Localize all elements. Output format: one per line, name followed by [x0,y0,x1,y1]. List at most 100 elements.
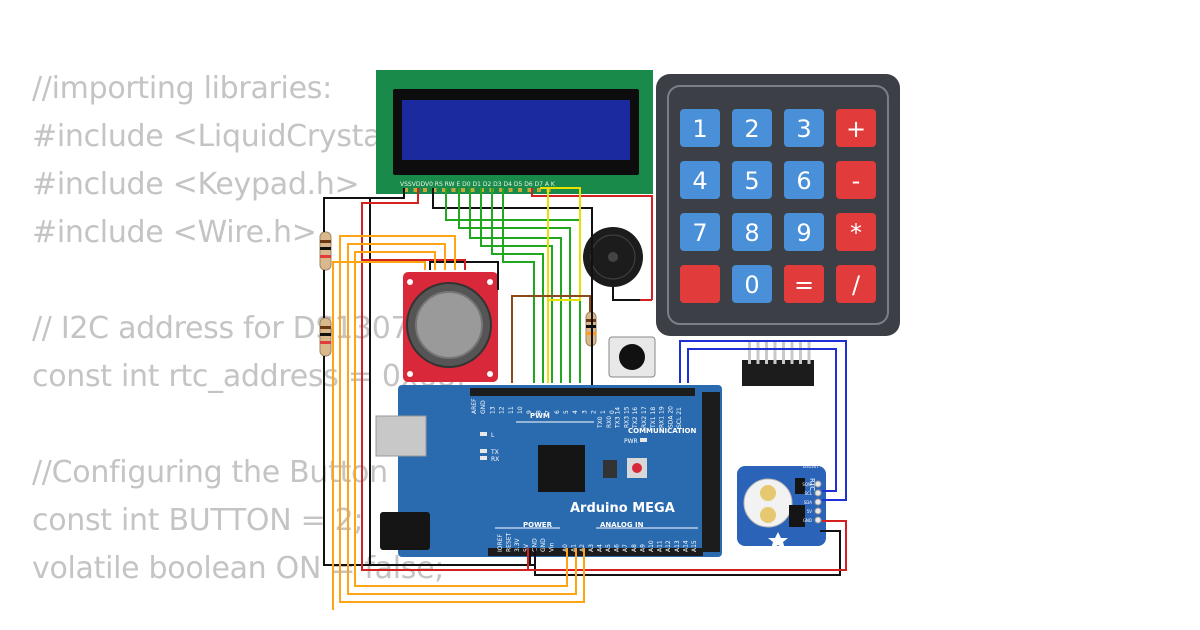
icsp-header [603,460,617,478]
keypad-key-label: 2 [744,115,759,143]
pin-label: A0 [562,544,569,552]
pin-label: RX1 19 [659,406,666,428]
mount-hole [487,371,493,377]
pin-label: 1 [600,410,607,414]
keypad-key-label: 6 [796,167,811,195]
wire [362,259,466,270]
communication-label: COMMUNICATION [628,427,697,435]
mcu-chip [538,445,585,492]
wire [361,188,529,571]
rtc-title: RTC [808,478,816,491]
keypad-key-label: + [846,115,866,143]
pin-label: Vin [549,542,556,552]
wire [458,188,571,383]
reset-button-cap[interactable] [632,463,642,473]
wire [687,348,837,492]
arduino-mega-board[interactable]: Arduino MEGA PWM COMMUNICATION POWER ANA… [375,385,722,557]
wire [323,188,405,232]
wire [502,188,535,383]
lcd-display[interactable]: VSSVDDV0 RS RW E D0 D1 D2 D3 D4 D5 D6 D7… [376,70,653,194]
wire [432,188,593,385]
pin-label: A12 [665,540,672,552]
pin-label: GND [531,538,538,552]
keypad-key-label: 0 [744,271,759,299]
wire [347,243,577,595]
digital-header-right [702,392,720,552]
pin-label: 2 [591,410,598,414]
keypad-key[interactable]: 7 [680,213,720,251]
power-label: POWER [523,521,553,529]
pin-label: 7 [545,410,552,414]
rtc-pin-label: SQW [802,482,812,487]
pin-label: A13 [674,540,681,552]
buzzer [583,227,643,287]
joystick-knob[interactable] [415,291,483,359]
pin-label: TX0 [597,416,604,429]
keypad-key[interactable]: 2 [732,109,772,147]
button-cap[interactable] [619,344,645,370]
pin-label: RX3 15 [623,406,630,428]
coin-cell-holder [743,478,793,528]
wire [339,235,585,603]
pin-label: TX3 14 [615,407,622,429]
wires [323,187,847,610]
keypad-key[interactable]: + [836,109,876,147]
wire [679,340,847,501]
pin-label: SCL 21 [676,407,683,428]
pin-label: TX1 18 [650,407,657,429]
pin-label: 0 [609,410,616,414]
rtc-pin-label: GND [803,518,812,523]
keypad-key[interactable]: - [836,161,876,199]
rtc-pin-label: 5V [807,509,813,514]
keypad-key[interactable]: * [836,213,876,251]
wire [511,295,591,383]
pin-label: 10 [517,406,524,414]
coin-cell [760,507,776,523]
code-line: #include <Wire.h> [32,215,317,250]
code-line: //importing libraries: [32,71,332,106]
pwm-label: PWM [530,412,550,420]
keypad-key-label: 7 [692,219,707,247]
pin-label: A14 [682,540,689,552]
pin-label: A7 [622,544,629,552]
pin-label: AREF [471,398,478,414]
board-name: Arduino MEGA [570,501,675,516]
keypad-key[interactable]: 0 [732,265,772,303]
keypad-key[interactable]: 4 [680,161,720,199]
pin-label: A8 [631,544,638,552]
keypad-key[interactable]: / [836,265,876,303]
pin-label: RESET [506,532,513,552]
pin-label: 9 [526,410,533,414]
resistor [319,317,332,357]
keypad-key[interactable]: 3 [784,109,824,147]
keypad-key[interactable]: 6 [784,161,824,199]
wire [531,188,653,300]
pin-label: A15 [691,540,698,552]
keypad-key[interactable]: 8 [732,213,772,251]
usb-port [375,415,427,457]
wire [469,188,562,383]
wire [445,188,581,383]
wire [540,187,581,383]
wire [354,251,568,587]
push-button[interactable] [608,336,656,378]
pin-label: 5V [523,543,530,552]
pin-label: A4 [596,544,603,552]
keypad-key[interactable]: 1 [680,109,720,147]
pin-label: IOREF [497,534,504,552]
rtc-pin-label: SDA [804,500,813,505]
keypad-key[interactable]: 5 [732,161,772,199]
keypad-key-label: 8 [744,219,759,247]
keypad-key[interactable] [680,265,720,303]
keypad-key[interactable]: 9 [784,213,824,251]
pin-label: SDA 20 [667,406,674,428]
pin-label: A1 [571,544,578,552]
rtc-pin-label: SCL [804,491,812,496]
wire [528,520,847,571]
analog-header-bottom [488,548,703,556]
keypad-key[interactable]: = [784,265,824,303]
joystick-module[interactable] [403,272,498,382]
